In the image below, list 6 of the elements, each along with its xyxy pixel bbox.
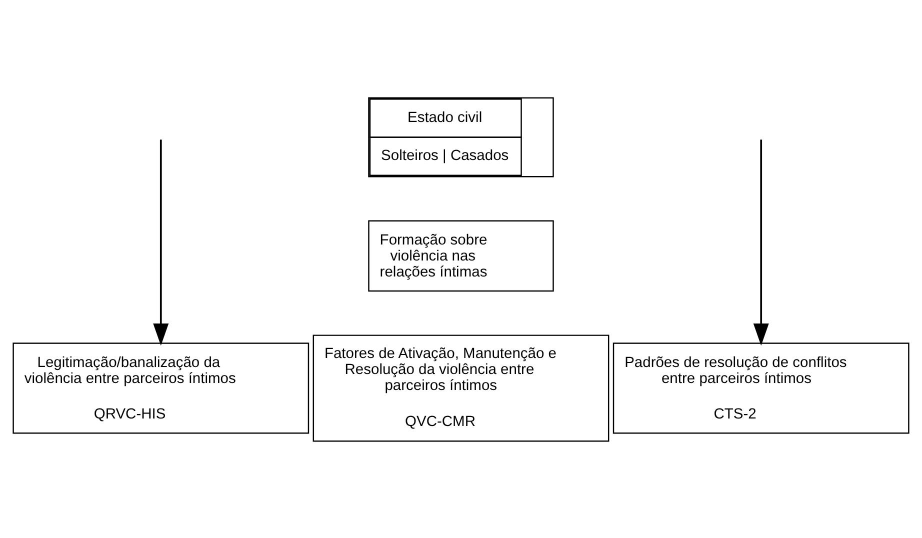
node-box: Fatores de Ativação, Manutenção e Resolução da violência entre parceiros íntimos QVC-CMR xyxy=(312,334,610,442)
arrow xyxy=(753,139,769,346)
node-box: Padrões de resolução de conflitos entre parceiros íntimos CTS-2 xyxy=(612,342,910,434)
arrow xyxy=(153,139,169,346)
node-box: Formação sobre violência nas relações íntimas xyxy=(368,220,554,292)
node-box: Legitimação/banalização da violência entre parceiros íntimos QRVC-HIS xyxy=(12,342,310,434)
